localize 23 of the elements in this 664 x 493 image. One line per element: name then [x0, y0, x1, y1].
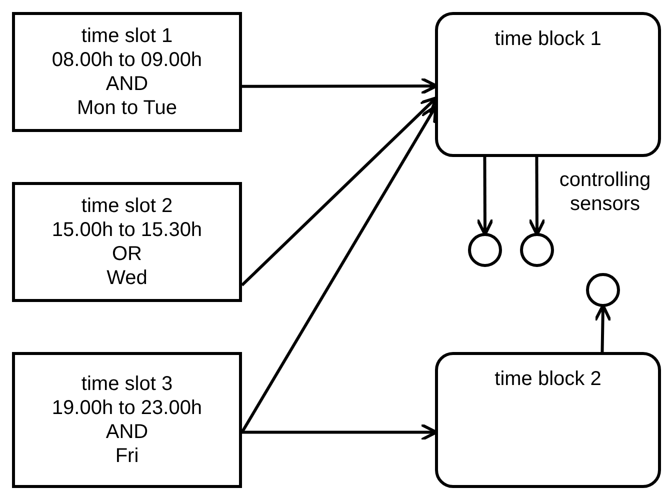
node-text: OR	[112, 242, 142, 266]
node-text: 08.00h to 09.00h	[52, 48, 202, 72]
node-text: AND	[106, 420, 148, 444]
arrow	[240, 104, 438, 433]
node-text: time block 1	[494, 27, 602, 51]
arrow	[476, 157, 494, 236]
time-slot-box	[12, 182, 242, 302]
node-text: time slot 2	[81, 194, 173, 218]
node-text: time slot 1	[81, 24, 173, 48]
node-text: Fri	[115, 444, 139, 468]
node-text: time block 2	[494, 367, 602, 391]
time-block-box	[435, 352, 661, 488]
node-text: time slot 3	[81, 372, 173, 396]
node-text: 19.00h to 23.00h	[52, 396, 202, 420]
time-slot-box	[12, 352, 242, 488]
arrow	[528, 157, 546, 236]
node-text: AND	[106, 72, 148, 96]
annotation-text: controlling sensors	[558, 168, 652, 216]
node-text: Wed	[106, 266, 148, 290]
node-text: Mon to Tue	[76, 96, 178, 120]
node-text: 15.00h to 15.30h	[52, 218, 202, 242]
time-block-box	[435, 12, 661, 157]
time-slot-box	[12, 12, 242, 132]
